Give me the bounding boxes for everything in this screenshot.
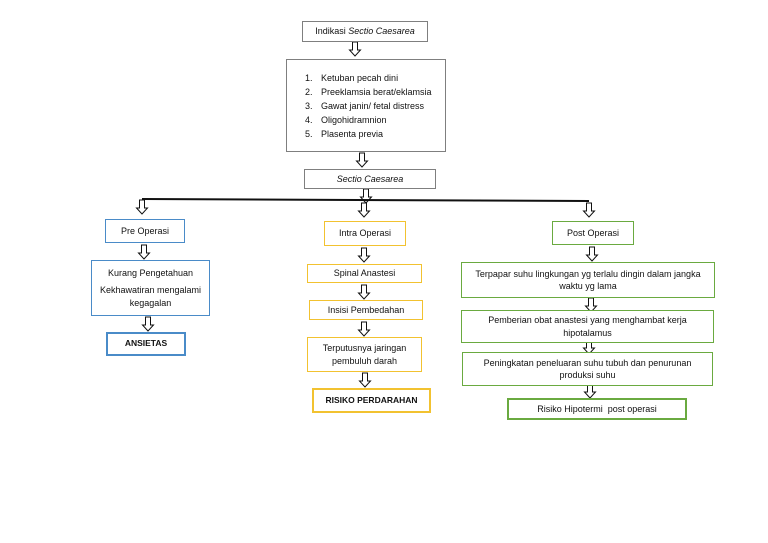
arrow-post-4 xyxy=(584,383,596,399)
arrow-intra-4 xyxy=(359,372,371,388)
title-box: Indikasi Sectio Caesarea xyxy=(302,21,428,42)
intra-operasi-label: Intra Operasi xyxy=(338,228,392,239)
title-italic: Sectio Caesarea xyxy=(348,26,415,37)
arrow-branch-to-post xyxy=(583,202,595,218)
pre-operasi-header: Pre Operasi xyxy=(105,219,185,243)
pre-problem-1: Kurang Pengetahuan xyxy=(107,268,194,279)
ansietas-box: ANSIETAS xyxy=(106,332,186,356)
pre-operasi-label: Pre Operasi xyxy=(120,225,170,236)
arrow-pre-1 xyxy=(138,244,150,260)
sectio-caesarea-box: Sectio Caesarea xyxy=(304,169,436,189)
indication-item: Plasenta previa xyxy=(315,127,432,141)
indication-item: Ketuban pecah dini xyxy=(315,71,432,85)
indications-list: Ketuban pecah dini Preeklamsia berat/ekl… xyxy=(293,71,432,141)
terputusnya-label: Terputusnya jaringan pembuluh darah xyxy=(322,343,407,366)
spinal-anastesi-label: Spinal Anastesi xyxy=(333,268,396,279)
post-step3-label: Peningkatan peneluaran suhu tubuh dan pe… xyxy=(483,357,692,380)
arrow-post-1 xyxy=(586,246,598,262)
post-step2-label: Pemberian obat anastesi yang menghambat … xyxy=(488,315,687,338)
indications-list-box: Ketuban pecah dini Preeklamsia berat/ekl… xyxy=(286,59,446,152)
post-operasi-label: Post Operasi xyxy=(566,227,620,238)
arrow-branch-to-pre xyxy=(136,199,148,215)
risiko-perdarahan-box: RISIKO PERDARAHAN xyxy=(312,388,431,413)
post-step1-label: Terpapar suhu lingkungan yg terlalu ding… xyxy=(475,268,701,291)
arrow-intra-1 xyxy=(358,247,370,263)
terputusnya-box: Terputusnya jaringan pembuluh darah xyxy=(307,337,422,372)
intra-operasi-header: Intra Operasi xyxy=(324,221,406,246)
indication-item: Oligohidramnion xyxy=(315,113,432,127)
arrow-intra-2 xyxy=(358,284,370,300)
post-step2-box: Pemberian obat anastesi yang menghambat … xyxy=(461,310,714,343)
insisi-pembedahan-box: Insisi Pembedahan xyxy=(309,300,423,320)
post-step3-box: Peningkatan peneluaran suhu tubuh dan pe… xyxy=(462,352,713,386)
spinal-anastesi-box: Spinal Anastesi xyxy=(307,264,422,283)
pre-problem-box: Kurang Pengetahuan Kekhawatiran mengalam… xyxy=(91,260,210,316)
ansietas-label: ANSIETAS xyxy=(124,338,168,349)
arrow-intra-3 xyxy=(358,321,370,337)
pre-problem-2: Kekhawatiran mengalami kegagalan xyxy=(99,285,202,308)
arrow-pre-2 xyxy=(142,316,154,332)
risiko-hipotermi-label: Risiko Hipotermi post operasi xyxy=(537,403,657,414)
title-prefix: Indikasi xyxy=(315,26,349,37)
branch-line xyxy=(141,198,590,202)
risiko-perdarahan-label: RISIKO PERDARAHAN xyxy=(325,394,418,405)
sectio-caesarea-label: Sectio Caesarea xyxy=(336,173,404,184)
risiko-hipotermi-box: Risiko Hipotermi post operasi xyxy=(507,398,687,420)
indication-item: Preeklamsia berat/eklamsia xyxy=(315,85,432,99)
indication-item: Gawat janin/ fetal distress xyxy=(315,99,432,113)
arrow-title-to-list xyxy=(349,41,361,57)
post-operasi-header: Post Operasi xyxy=(552,221,634,245)
post-step1-box: Terpapar suhu lingkungan yg terlalu ding… xyxy=(461,262,715,298)
arrow-list-to-sc xyxy=(356,152,368,168)
insisi-pembedahan-label: Insisi Pembedahan xyxy=(327,304,405,315)
arrow-branch-to-intra xyxy=(358,202,370,218)
